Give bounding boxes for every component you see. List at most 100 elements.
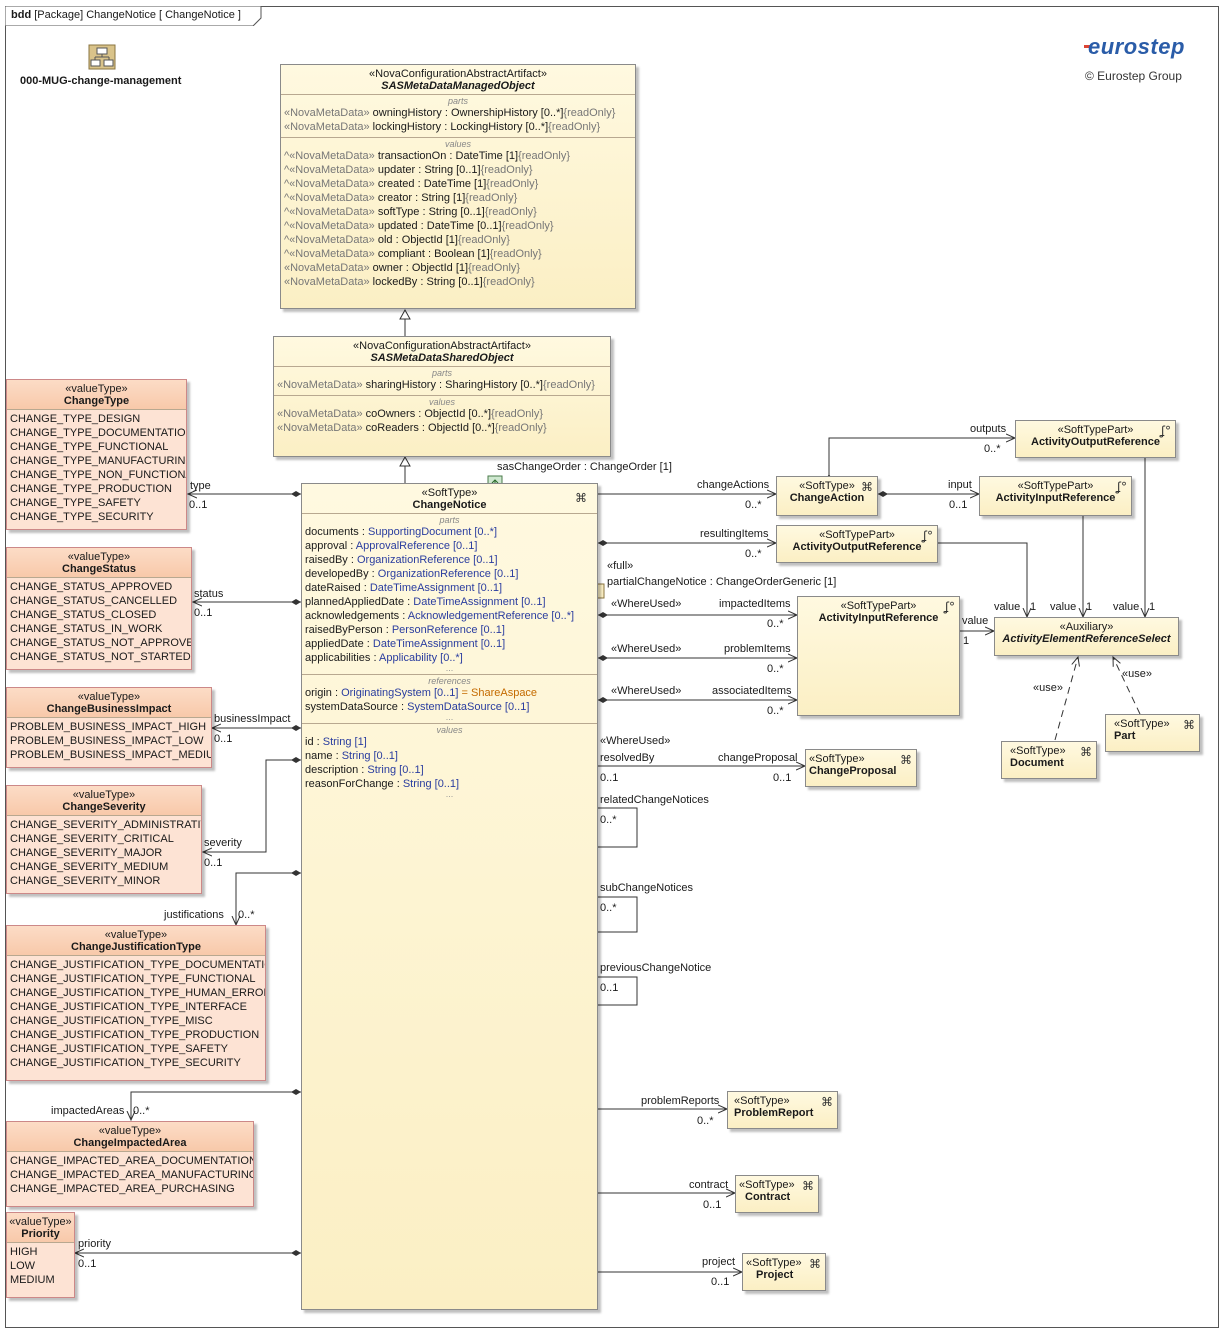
enum-literal: CHANGE_SEVERITY_CRITICAL xyxy=(10,833,174,845)
stereotype-tag: «NovaMetaData» xyxy=(277,422,363,434)
property-type: OrganizationReference [0..1] xyxy=(377,568,519,580)
property-name: reasonForChange xyxy=(305,778,394,790)
class-name: ChangeNotice xyxy=(412,499,487,511)
softtype-icon: ⌘ xyxy=(575,491,587,505)
role-previouschangenotice: previousChangeNotice xyxy=(600,962,712,974)
enum-literal: CHANGE_IMPACTED_AREA_PURCHASING xyxy=(10,1183,235,1195)
class-name: ActivityInputReference xyxy=(818,612,939,624)
attribute-modifier: {readOnly} xyxy=(548,121,601,133)
role-associateditems: associatedItems xyxy=(712,685,792,697)
stereotype-tag: «NovaMetaData» xyxy=(277,408,363,420)
stereotype-tag: ^«NovaMetaData» xyxy=(284,248,375,260)
role-impacteditems: impactedItems xyxy=(719,598,791,610)
class-name: Project xyxy=(756,1269,794,1281)
class-name: ActivityInputReference xyxy=(995,492,1116,504)
class-name: ActivityElementReferenceSelect xyxy=(1002,633,1171,645)
stereotype-tag: ^«NovaMetaData» xyxy=(284,192,375,204)
section-label: references xyxy=(428,676,471,686)
enum-literal: CHANGE_STATUS_CLOSED xyxy=(10,609,157,621)
reference-name: systemDataSource xyxy=(305,701,398,713)
enum-literal: CHANGE_STATUS_APPROVED xyxy=(10,581,173,593)
label-whereused-2: «WhereUsed» xyxy=(611,643,682,655)
package-link[interactable]: 000-MUG-change-management xyxy=(20,75,182,87)
enum-literal: CHANGE_STATUS_IN_WORK xyxy=(10,623,163,635)
stereotype: «valueType» xyxy=(98,1125,162,1137)
attribute-type: DateTime [0..1] xyxy=(426,220,502,232)
role-input: input xyxy=(948,479,972,491)
property-row: name : String [0..1] xyxy=(305,750,398,762)
class-changeaction[interactable]: «SoftType»ChangeAction ⌘ xyxy=(776,476,878,516)
class-problemreport[interactable]: «SoftType»ProblemReport ⌘ xyxy=(727,1091,838,1129)
class-sasmetadatamanagedobject[interactable]: «NovaConfigurationAbstractArtifact» SASM… xyxy=(280,64,636,309)
valuetype-changejustificationtype[interactable]: «valueType»ChangeJustificationType CHANG… xyxy=(6,925,266,1081)
enum-literal: CHANGE_STATUS_CANCELLED xyxy=(10,595,178,607)
stereotype: «SoftType» xyxy=(1114,718,1170,730)
mult-impacteditems: 0..* xyxy=(767,618,784,630)
role-changeproposal: changeProposal xyxy=(718,752,798,764)
attribute-modifier: {readOnly} xyxy=(486,178,539,190)
enum-literal: CHANGE_TYPE_DOCUMENTATION xyxy=(10,427,187,439)
attribute-type: String [0..1] xyxy=(424,164,481,176)
softtype-icon: ⌘ xyxy=(809,1257,821,1271)
attribute-modifier: {readOnly} xyxy=(518,150,571,162)
valuetype-changestatus[interactable]: «valueType»ChangeStatus CHANGE_STATUS_AP… xyxy=(6,547,192,670)
class-name: Contract xyxy=(745,1191,791,1203)
class-project[interactable]: «SoftType»Project ⌘ xyxy=(742,1253,826,1291)
enum-literal: PROBLEM_BUSINESS_IMPACT_LOW xyxy=(10,735,204,747)
valuetype-changetype[interactable]: «valueType»ChangeType CHANGE_TYPE_DESIGN… xyxy=(6,379,187,530)
section-label: values xyxy=(428,397,455,407)
property-name: raisedByPerson xyxy=(305,624,383,636)
class-activityoutputreference[interactable]: «SoftTypePart»ActivityOutputReference ʆ° xyxy=(776,525,938,563)
class-part[interactable]: «SoftType»Part ⌘ xyxy=(1105,714,1200,752)
attribute-name: lockingHistory xyxy=(372,121,442,133)
attribute-modifier: {readOnly} xyxy=(494,422,547,434)
role-impactedareas: impactedAreas xyxy=(51,1105,125,1117)
class-sasmetadatasharedobject[interactable]: «NovaConfigurationAbstractArtifact» SASM… xyxy=(273,336,611,457)
attribute-name: transactionOn xyxy=(377,150,447,162)
logo-mark xyxy=(1084,45,1090,48)
property-name: appliedDate xyxy=(305,638,364,650)
valuetype-changeimpactedarea[interactable]: «valueType»ChangeImpactedArea CHANGE_IMP… xyxy=(6,1121,254,1207)
attribute-modifier: {readOnly} xyxy=(482,276,535,288)
role-outputs: outputs xyxy=(970,423,1007,435)
mult-input: 0..1 xyxy=(949,499,968,511)
enum-literal: CHANGE_JUSTIFICATION_TYPE_PRODUCTION xyxy=(10,1029,260,1041)
class-contract[interactable]: «SoftType»Contract ⌘ xyxy=(735,1175,819,1213)
class-name: ChangeSeverity xyxy=(62,801,146,813)
property-type: OrganizationReference [0..1] xyxy=(356,554,498,566)
enum-literal: CHANGE_JUSTIFICATION_TYPE_FUNCTIONAL xyxy=(10,973,256,985)
reference-name: origin xyxy=(305,687,332,699)
softtype-icon: ⌘ xyxy=(1080,745,1092,759)
valuetype-changebusinessimpact[interactable]: «valueType»ChangeBusinessImpact PROBLEM_… xyxy=(6,687,212,768)
role-businessimpact: businessImpact xyxy=(214,713,291,725)
class-activityinputreference-top[interactable]: «SoftTypePart»ActivityInputReference ʆ° xyxy=(979,476,1132,516)
class-activityinputreference[interactable]: «SoftTypePart»ActivityInputReference ʆ° xyxy=(797,596,960,716)
attribute-name: old xyxy=(377,234,393,246)
reference-row: origin : OriginatingSystem [0..1] = Shar… xyxy=(305,687,538,699)
class-changeproposal[interactable]: «SoftType»ChangeProposal ⌘ xyxy=(805,749,917,787)
property-row: description : String [0..1] xyxy=(305,764,424,776)
class-document[interactable]: «SoftType»Document ⌘ xyxy=(1001,741,1097,779)
attribute-modifier: {readOnly} xyxy=(480,164,533,176)
enum-literal: CHANGE_TYPE_FUNCTIONAL xyxy=(10,441,169,453)
attribute-row: ^«NovaMetaData» updater : String [0..1]{… xyxy=(284,164,533,176)
softtype-icon: ⌘ xyxy=(861,480,873,494)
valuetype-changeseverity[interactable]: «valueType»ChangeSeverity CHANGE_SEVERIT… xyxy=(6,785,202,894)
class-activityelementreferenceselect[interactable]: «Auxiliary»ActivityElementReferenceSelec… xyxy=(994,617,1179,656)
property-name: plannedAppliedDate xyxy=(305,596,405,608)
class-activityoutputreference-top[interactable]: «SoftTypePart»ActivityOutputReference ʆ° xyxy=(1015,420,1176,458)
property-type: DateTimeAssignment [0..1] xyxy=(413,596,546,608)
attribute-modifier: {readOnly} xyxy=(491,408,544,420)
stereotype: «valueType» xyxy=(9,1216,72,1228)
attribute-name: sharingHistory xyxy=(365,379,436,391)
attribute-row: «NovaMetaData» owner : ObjectId [1]{read… xyxy=(284,262,521,274)
property-row: raisedBy : OrganizationReference [0..1] xyxy=(305,554,498,566)
stereotype-tag: «NovaMetaData» xyxy=(284,107,370,119)
attribute-modifier: {readOnly} xyxy=(489,248,542,260)
property-name: applicabilities xyxy=(305,652,371,664)
section-label: parts xyxy=(447,96,468,106)
reference-type: OriginatingSystem [0..1] xyxy=(341,687,459,699)
